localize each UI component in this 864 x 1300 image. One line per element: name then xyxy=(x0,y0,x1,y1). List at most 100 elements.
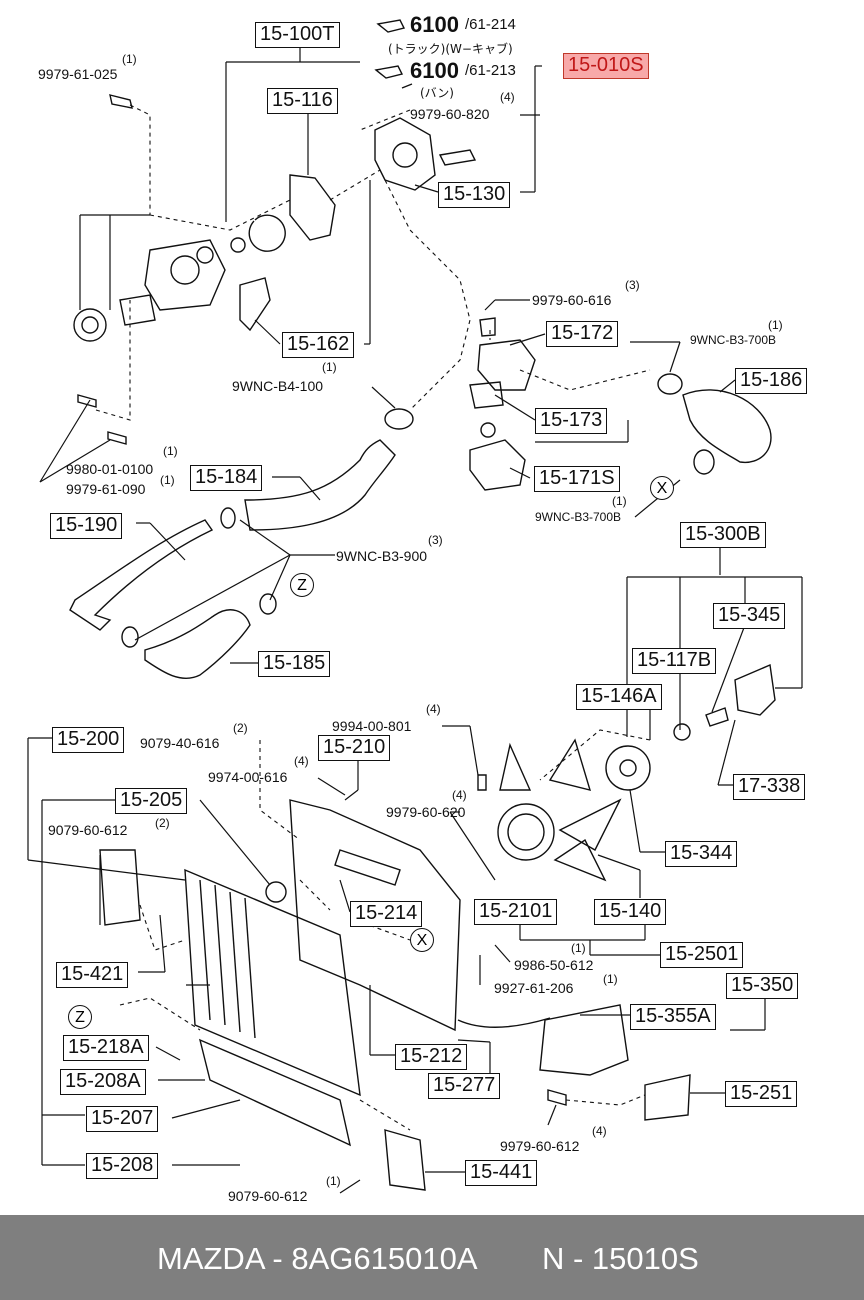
part-9079-60-612-a: 9079-60-612 xyxy=(48,822,128,838)
part-9979-61-025: 9979-61-025 xyxy=(38,66,118,82)
fan-blade xyxy=(499,742,532,791)
overflow-hose-277 xyxy=(457,1017,551,1028)
marker-z-lower: Z xyxy=(68,1005,92,1029)
callout-15-200: 15-200 xyxy=(52,727,125,753)
callout-15-214: 15-214 xyxy=(350,901,423,927)
callout-15-162: 15-162 xyxy=(282,332,355,358)
qty-9979-60-620: (4) xyxy=(452,788,467,802)
ref-1-note: (トラック)(W−キャブ) xyxy=(388,42,513,56)
ref-1-number: 6100 xyxy=(410,12,459,37)
impeller xyxy=(248,214,286,252)
marker-z-upper: Z xyxy=(290,573,314,597)
part-9927-61-206: 9927-61-206 xyxy=(494,980,574,996)
marker-x-lower: X xyxy=(410,928,434,952)
callout-15-140: 15-140 xyxy=(594,899,667,925)
ref-arrow-icon xyxy=(374,65,404,79)
marker-x-upper: X xyxy=(650,476,674,500)
qty-9079-60-612-a: (2) xyxy=(155,816,170,830)
callout-15-350: 15-350 xyxy=(726,973,799,999)
qty-9WNC-B3-900: (3) xyxy=(428,533,443,547)
callout-15-208: 15-208 xyxy=(86,1153,159,1179)
callout-15-300B: 15-300B xyxy=(680,522,766,548)
ref-2-part: /61-213 xyxy=(465,62,516,79)
part-9079-60-612-b: 9079-60-612 xyxy=(228,1188,308,1204)
part-9994-00-801: 9994-00-801 xyxy=(332,718,412,734)
pipe-190 xyxy=(69,519,214,631)
callout-15-185: 15-185 xyxy=(258,651,331,677)
reservoir-bracket-251 xyxy=(644,1074,691,1121)
fan-blade xyxy=(548,738,592,791)
qty-9979-60-616: (3) xyxy=(625,278,640,292)
pump-housing xyxy=(374,117,436,191)
ref-2-note: (バン) xyxy=(420,86,454,100)
qty-9WNC-B3-700B-b: (1) xyxy=(612,494,627,508)
qty-9979-60-612: (4) xyxy=(592,1124,607,1138)
footer-part-number: MAZDA - 8AG615010A xyxy=(157,1241,478,1276)
part-9WNC-B4-100: 9WNC-B4-100 xyxy=(232,378,324,394)
qty-9994-00-801: (4) xyxy=(426,702,441,716)
callout-15-344: 15-344 xyxy=(665,841,738,867)
radiator-cap xyxy=(265,881,287,903)
callout-15-207: 15-207 xyxy=(86,1106,159,1132)
thermostat-case xyxy=(469,439,526,491)
callout-15-277: 15-277 xyxy=(428,1073,501,1099)
qty-9979-61-025: (1) xyxy=(122,52,137,66)
callout-15-212: 15-212 xyxy=(395,1044,468,1070)
callout-15-210: 15-210 xyxy=(318,735,391,761)
ref-1-part: /61-214 xyxy=(465,16,516,33)
fan-pulley xyxy=(605,745,651,791)
callout-15-172: 15-172 xyxy=(546,321,619,347)
qty-9079-60-612-b: (1) xyxy=(326,1174,341,1188)
bracket-421 xyxy=(99,849,141,926)
hose-185 xyxy=(144,609,251,679)
callout-15-130: 15-130 xyxy=(438,182,511,208)
callout-15-190: 15-190 xyxy=(50,513,123,539)
qty-9979-60-820: (4) xyxy=(500,90,515,104)
radiator-core xyxy=(184,868,361,1097)
callout-15-146A: 15-146A xyxy=(576,684,662,710)
qty-9974-00-616: (4) xyxy=(294,754,309,768)
callout-15-2101: 15-2101 xyxy=(474,899,558,925)
part-9980-01-0100: 9980-01-0100 xyxy=(66,461,154,477)
qty-9WNC-B3-700B-a: (1) xyxy=(768,318,783,332)
hose-clamp xyxy=(384,408,414,430)
callout-15-010S: 15-010S xyxy=(563,53,649,79)
thermostat-gasket xyxy=(469,381,504,409)
callout-15-208A: 15-208A xyxy=(60,1069,146,1095)
callout-15-186: 15-186 xyxy=(735,368,808,394)
part-9979-60-612: 9979-60-612 xyxy=(500,1138,580,1154)
callout-15-171S: 15-171S xyxy=(534,466,620,492)
hose-clamp xyxy=(693,449,715,475)
pump-pulley-hub xyxy=(73,308,107,342)
part-9979-61-090: 9979-61-090 xyxy=(66,481,146,497)
part-9WNC-B3-900: 9WNC-B3-900 xyxy=(336,548,428,564)
callout-15-116: 15-116 xyxy=(267,88,338,114)
diagram-drawing xyxy=(27,19,803,1194)
callout-15-355A: 15-355A xyxy=(630,1004,716,1030)
footer-catalog-ref: N - 15010S xyxy=(542,1241,699,1276)
part-9079-40-616: 9079-40-616 xyxy=(140,735,220,751)
part-9WNC-B3-700B-a: 9WNC-B3-700B xyxy=(690,333,777,347)
callout-15-441: 15-441 xyxy=(465,1160,538,1186)
fan-blade xyxy=(558,798,622,851)
pump-gasket xyxy=(289,174,336,241)
qty-15-2501: (1) xyxy=(571,941,586,955)
qty-9980-01-0100: (1) xyxy=(163,444,178,458)
callout-15-421: 15-421 xyxy=(56,962,129,988)
fan-shroud xyxy=(289,799,461,1032)
callout-15-117B: 15-117B xyxy=(632,648,717,674)
part-9986-50-612: 9986-50-612 xyxy=(514,957,594,973)
bolt xyxy=(438,149,477,166)
callout-15-184: 15-184 xyxy=(190,465,263,491)
callout-15-345: 15-345 xyxy=(713,603,786,629)
lower-hose-184 xyxy=(244,439,396,531)
upper-hose xyxy=(682,389,772,464)
qty-9927-61-206: (1) xyxy=(603,972,618,986)
ref-2-number: 6100 xyxy=(410,58,459,83)
thermostat-housing xyxy=(477,339,536,391)
hose-clamp xyxy=(657,373,683,395)
lower-baffle xyxy=(198,1038,351,1147)
qty-9979-61-090: (1) xyxy=(160,473,175,487)
callout-15-251: 15-251 xyxy=(725,1081,798,1107)
